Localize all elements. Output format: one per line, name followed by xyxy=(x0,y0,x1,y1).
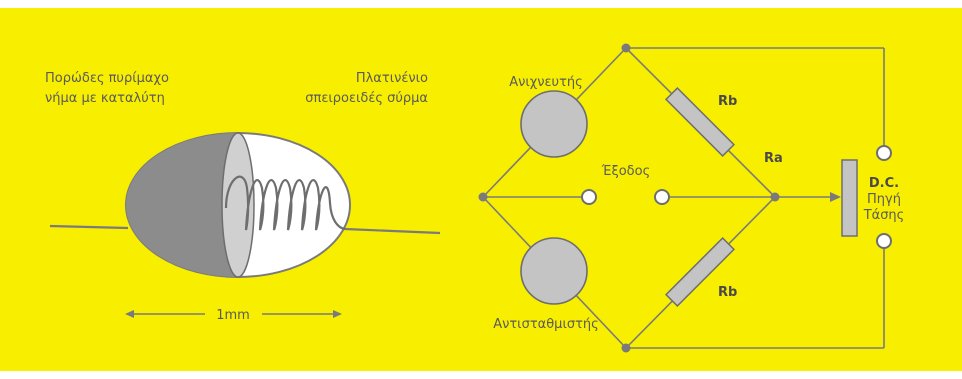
resistor-rb-bottom xyxy=(664,236,736,308)
dc-terminal-bottom xyxy=(876,233,892,249)
rb-bottom-label: Rb xyxy=(718,285,737,300)
wheatstone-bridge: Ανιχνευτής Αντισταθμιστής Rb Rb Ra Έξοδο… xyxy=(478,43,905,353)
junction-left xyxy=(478,192,488,202)
dimension-arrow-right xyxy=(333,310,342,318)
dc-label-line3: Τάσης xyxy=(863,208,905,223)
compensator-element xyxy=(520,237,588,305)
output-label: Έξοδος xyxy=(601,164,650,179)
resistor-ra xyxy=(841,159,858,237)
coil-label-line1: Πλατινένιο xyxy=(356,71,428,86)
output-terminal-left xyxy=(581,189,597,205)
dimension-arrow-left xyxy=(125,310,134,318)
junction-top xyxy=(621,43,631,53)
sensor-bead-face xyxy=(221,132,255,278)
dc-label-line1: D.C. xyxy=(869,176,899,191)
dc-label-line2: Πηγή xyxy=(867,192,901,207)
lead-wire-left xyxy=(49,224,129,230)
dimension-label: 1mm xyxy=(216,308,250,323)
junction-right xyxy=(770,192,780,202)
diagram-panel: Πορώδες πυρίμαχο νήμα με καταλύτη Πλατιν… xyxy=(0,8,962,371)
diagram-canvas: Πορώδες πυρίμαχο νήμα με καταλύτη Πλατιν… xyxy=(0,8,962,371)
junction-bottom xyxy=(621,343,631,353)
detector-label: Ανιχνευτής xyxy=(509,75,583,90)
wiper-arrow xyxy=(830,192,841,202)
catalytic-bead-sensor: Πορώδες πυρίμαχο νήμα με καταλύτη Πλατιν… xyxy=(45,71,441,323)
platinum-coil xyxy=(224,175,346,231)
resistor-rb-top xyxy=(664,86,736,158)
ra-label: Ra xyxy=(764,151,783,166)
compensator-label: Αντισταθμιστής xyxy=(493,317,599,332)
sensor-bead-shaded xyxy=(126,133,254,277)
dc-terminal-top xyxy=(876,145,892,161)
bead-label-line1: Πορώδες πυρίμαχο xyxy=(45,71,169,86)
rb-top-label: Rb xyxy=(718,94,737,109)
output-terminal-right xyxy=(654,189,670,205)
lead-wire-right xyxy=(344,227,441,235)
bead-label-line2: νήμα με καταλύτη xyxy=(45,91,165,106)
coil-label-line2: σπειροειδές σύρμα xyxy=(305,91,428,106)
detector-element xyxy=(520,90,588,158)
